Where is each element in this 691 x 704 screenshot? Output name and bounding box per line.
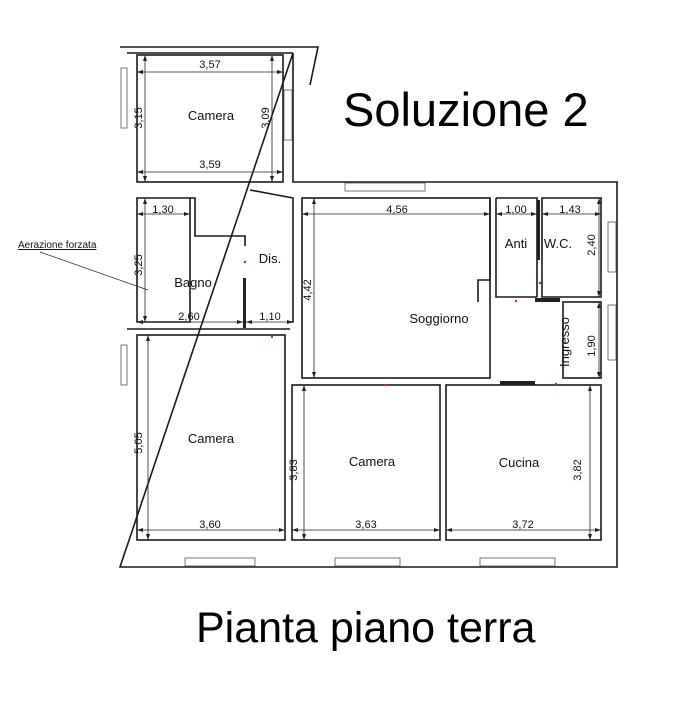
room-label: Camera bbox=[188, 431, 235, 446]
dimension-label: 3,09 bbox=[260, 107, 272, 128]
dimension-label: 3,72 bbox=[512, 519, 533, 531]
dimension-label: 1,30 bbox=[152, 204, 173, 216]
window bbox=[607, 221, 617, 273]
walls bbox=[118, 46, 618, 568]
dimension-label: 1,10 bbox=[259, 311, 280, 323]
door-marker bbox=[514, 299, 518, 303]
dimension-label: 3,15 bbox=[133, 107, 145, 128]
room-label: Ingresso bbox=[557, 317, 572, 367]
room-label: Camera bbox=[188, 108, 235, 123]
window bbox=[344, 182, 426, 192]
room-label: W.C. bbox=[544, 236, 572, 251]
room-label: Cucina bbox=[499, 455, 540, 470]
dimension-label: 3,57 bbox=[199, 59, 220, 71]
dimension-label: 2,60 bbox=[178, 311, 199, 323]
window bbox=[120, 344, 128, 386]
room-label: Soggiorno bbox=[409, 311, 468, 326]
dimension-label: 4,42 bbox=[302, 279, 314, 300]
sliding-door bbox=[500, 381, 535, 385]
window bbox=[184, 557, 256, 567]
note-leader-line bbox=[39, 251, 149, 291]
ventilation-note: Aerazione forzata bbox=[18, 240, 97, 251]
window bbox=[607, 304, 617, 361]
dimension-label: 3,83 bbox=[288, 459, 300, 480]
dimension-label: 4,56 bbox=[386, 204, 407, 216]
window bbox=[120, 67, 128, 129]
dimension-label: 1,00 bbox=[505, 204, 526, 216]
plan-title: Soluzione 2 bbox=[343, 83, 589, 136]
room-label: Camera bbox=[349, 454, 396, 469]
sliding-door bbox=[535, 298, 560, 302]
dimension-arrow bbox=[542, 212, 601, 216]
dimension-label: 1,90 bbox=[586, 335, 598, 356]
door-marker bbox=[554, 382, 558, 386]
door-marker bbox=[384, 383, 388, 387]
door-marker bbox=[270, 335, 274, 339]
dimension-label: 3,25 bbox=[133, 254, 145, 275]
dimension-label: 3,60 bbox=[199, 519, 220, 531]
room-label: Bagno bbox=[174, 275, 212, 290]
windows bbox=[120, 67, 617, 567]
dimension-lines: 3,57 3,15 3,09 3,59 1,30 3,25 2,60 1,10 4,42 4,56… bbox=[133, 55, 601, 540]
door-marker bbox=[538, 281, 542, 285]
dimension-label: 3,59 bbox=[199, 159, 220, 171]
dimension-label: 1,43 bbox=[559, 204, 580, 216]
room-label: Dis. bbox=[259, 251, 281, 266]
dimension-arrow bbox=[137, 212, 190, 216]
window bbox=[334, 557, 401, 567]
dimension-label: 3,63 bbox=[355, 519, 376, 531]
door-marker bbox=[243, 260, 247, 264]
sliding-door bbox=[537, 200, 540, 260]
dimension-label: 3,82 bbox=[572, 459, 584, 480]
dimension-label: 2,40 bbox=[586, 234, 598, 255]
room-label: Anti bbox=[505, 236, 528, 251]
window bbox=[283, 89, 293, 141]
sliding-door bbox=[243, 278, 246, 328]
dimension-label: 5,05 bbox=[133, 432, 145, 453]
plan-subtitle: Pianta piano terra bbox=[196, 604, 536, 652]
window bbox=[479, 557, 556, 567]
